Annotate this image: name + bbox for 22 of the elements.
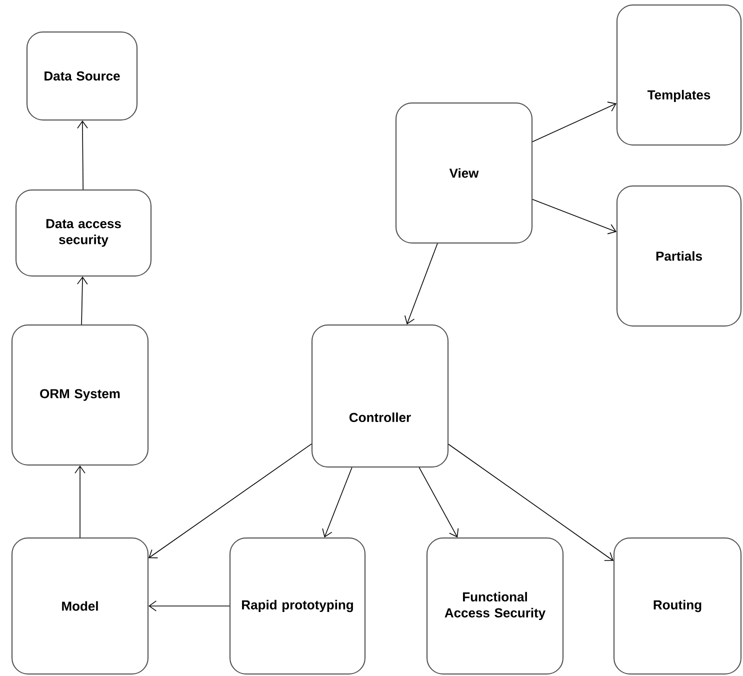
arrow: [448, 444, 614, 561]
arrow: [74, 465, 86, 538]
arrow: [77, 120, 88, 190]
process-box: Data Source: [26, 31, 138, 120]
arrow: [404, 243, 438, 324]
process-box: Rapid prototyping: [230, 537, 366, 674]
process-box: ORM System: [12, 324, 148, 466]
arrow: [322, 467, 352, 538]
arrow: [418, 467, 459, 538]
process-box: Controller: [312, 324, 448, 468]
process-box: Model: [12, 537, 148, 674]
process-box: Templates: [616, 4, 742, 146]
process-box: Functional Access Security: [426, 537, 564, 674]
process-box: View: [396, 102, 532, 244]
arrow: [148, 444, 312, 558]
arrow: [532, 199, 616, 234]
process-box: Routing: [614, 537, 742, 674]
arrow: [77, 276, 88, 325]
arrow: [532, 102, 616, 142]
process-box: Data access security: [16, 190, 152, 276]
arrow: [148, 600, 230, 612]
process-box: Partials: [616, 185, 742, 326]
